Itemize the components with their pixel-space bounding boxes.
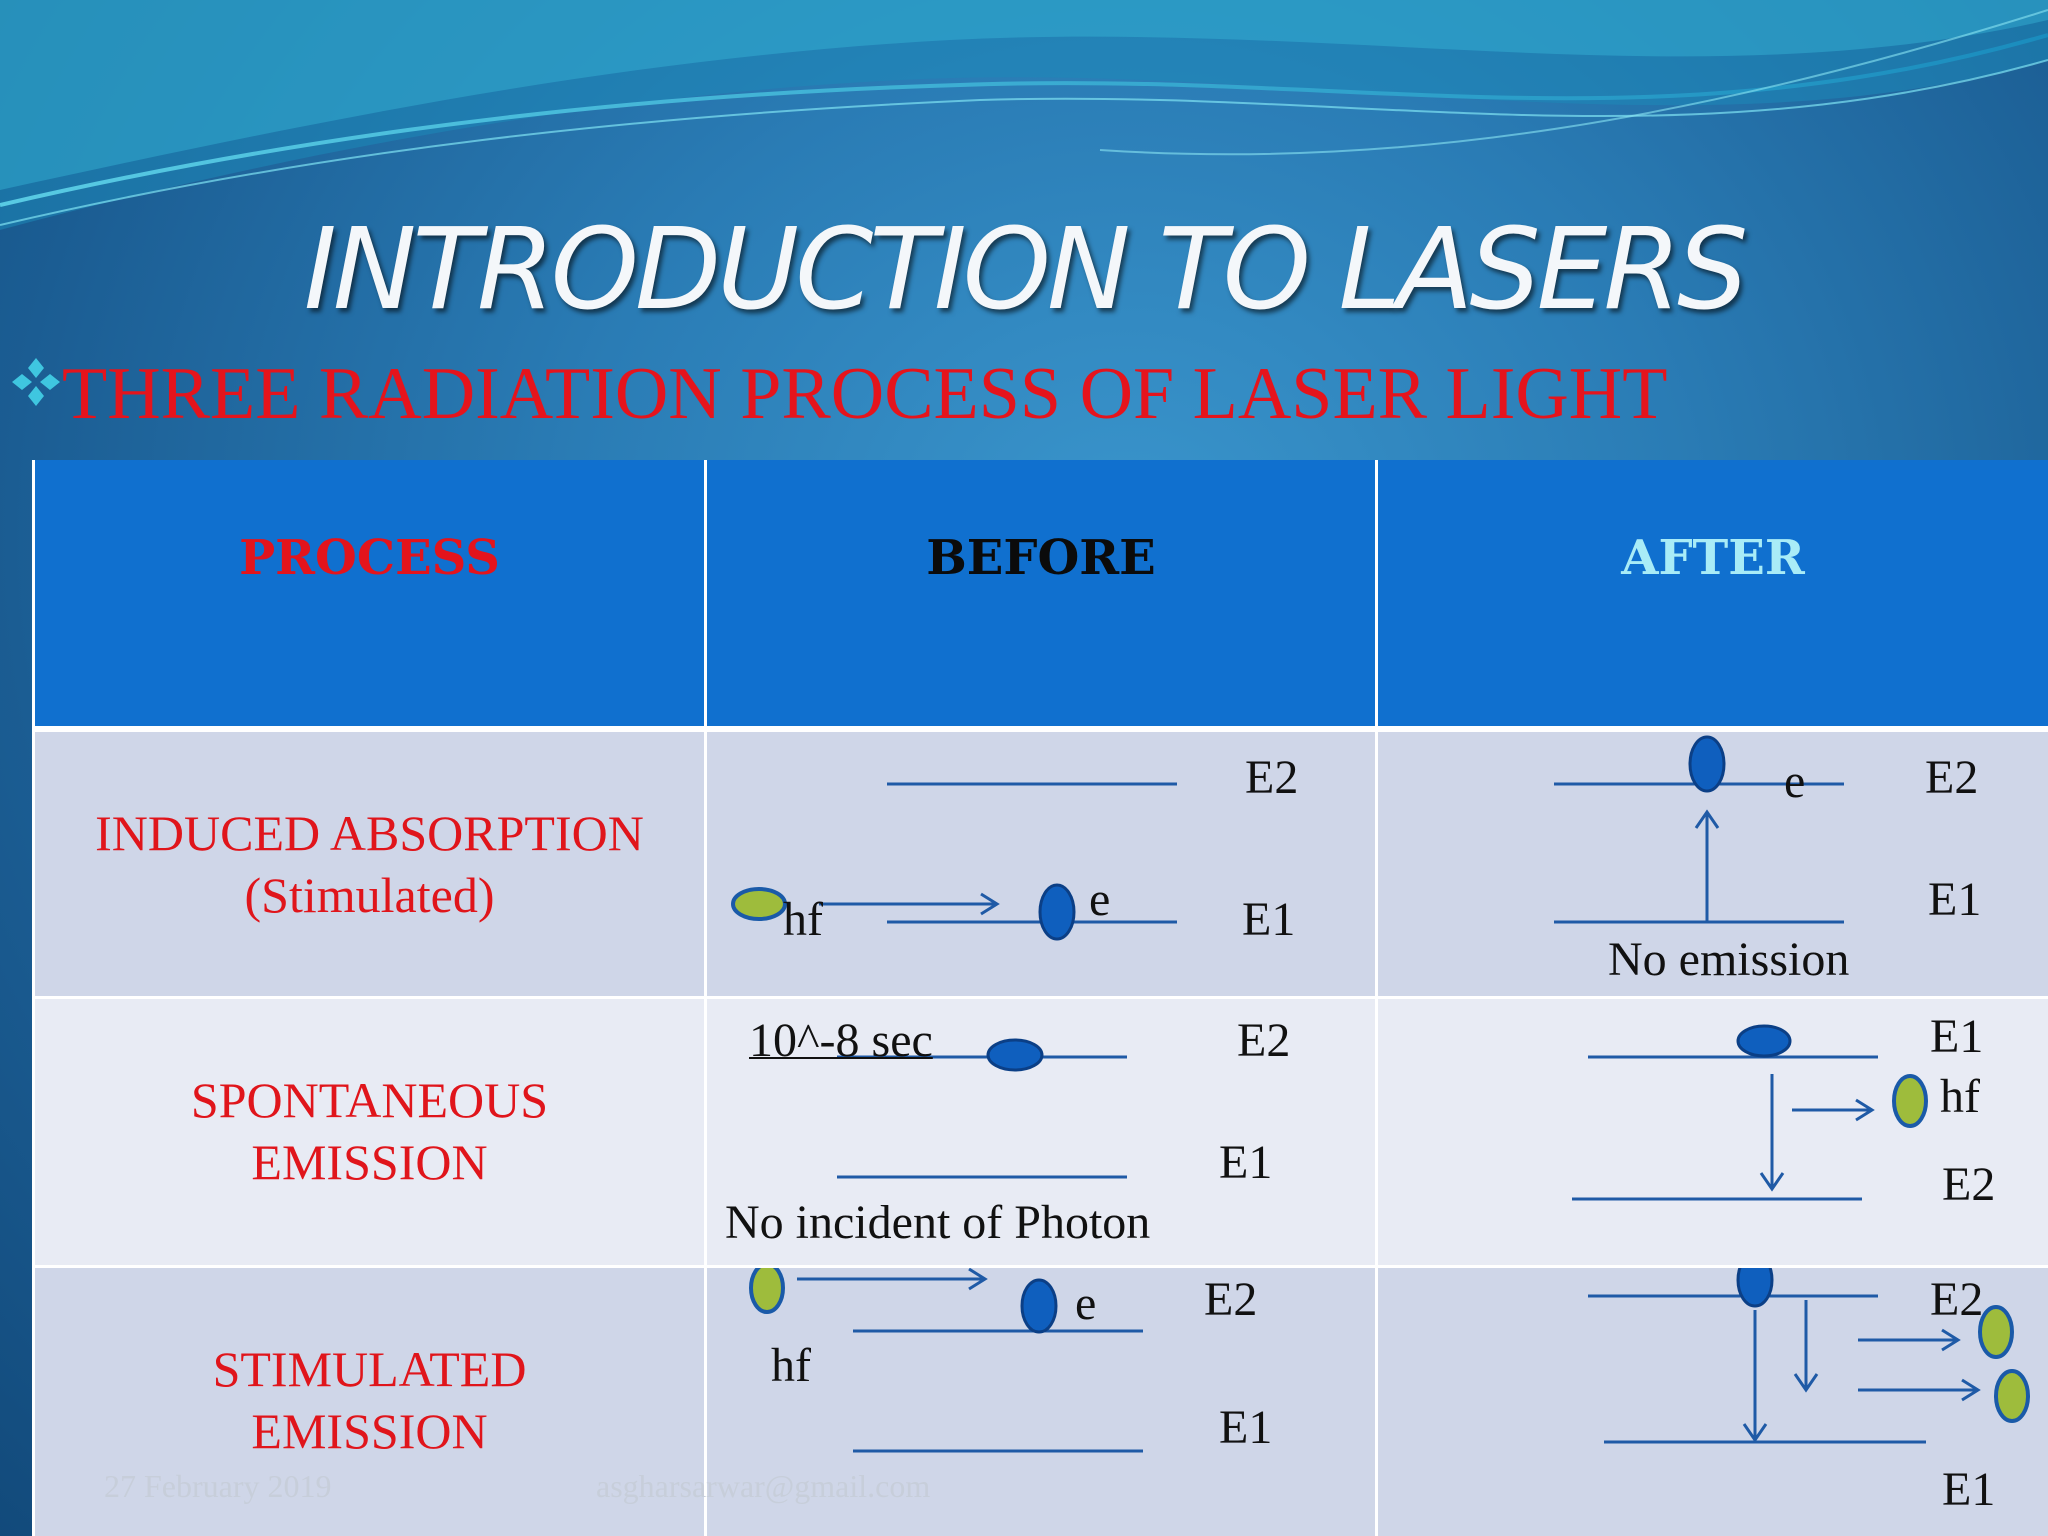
row2-process-cell: SPONTANEOUS EMISSION <box>35 999 704 1265</box>
row2-process-line2: EMISSION <box>251 1134 488 1190</box>
electron-icon <box>1038 883 1076 941</box>
header-before-label: BEFORE <box>926 530 1156 586</box>
row2-before-diagram <box>837 1038 1127 1179</box>
row2-before-upper-label: E2 <box>1237 1014 1291 1067</box>
arrow-down-icon <box>1793 1300 1819 1393</box>
header-after: AFTER <box>1378 460 2048 726</box>
arrow-down-icon <box>1759 1074 1785 1192</box>
arrow-right-icon <box>1858 1378 1981 1402</box>
header-before: BEFORE <box>707 460 1375 726</box>
row3-process-line1: STIMULATED <box>212 1341 527 1397</box>
row3-before-lower-label: E1 <box>1219 1401 1273 1454</box>
arrow-right-icon <box>1792 1098 1875 1122</box>
header-process-label: PROCESS <box>239 530 500 586</box>
arrow-right-icon <box>797 1268 988 1291</box>
slide-title: INTRODUCTION TO LASERS <box>303 205 1749 335</box>
row3-before-electron-label: e <box>1075 1277 1097 1330</box>
row1-before-photon-label: hf <box>783 893 823 946</box>
row3-process-cell: STIMULATED EMISSION <box>35 1268 704 1536</box>
arrow-right-icon <box>1858 1328 1961 1352</box>
header-after-label: AFTER <box>1621 530 1805 586</box>
footer-email: asgharsarwar@gmail.com <box>596 1468 931 1504</box>
row3-before-cell: e E2 hf E1 <box>707 1268 1375 1536</box>
row3-before-diagram <box>749 1268 1143 1453</box>
row3-process-line2: EMISSION <box>251 1403 488 1459</box>
row2-process-line1: SPONTANEOUS <box>190 1072 549 1128</box>
row2-before-note: No incident of Photon <box>725 1196 1151 1249</box>
slide-subtitle: THREE RADIATION PROCESS OF LASER LIGHT <box>10 352 1667 437</box>
row1-after-lower-label: E1 <box>1928 873 1982 926</box>
row1-process-line2: (Stimulated) <box>244 867 495 923</box>
arrow-up-icon <box>1694 809 1720 922</box>
diamond-bullet-icon <box>12 358 60 406</box>
row2-after-lower-label: E2 <box>1942 1158 1996 1211</box>
row2-after-photon-label: hf <box>1940 1070 1980 1123</box>
row1-process-line1: INDUCED ABSORPTION <box>95 805 644 861</box>
row3-after-cell: E2 E1 <box>1378 1268 2048 1536</box>
row1-before-cell: E2 E1 e hf <box>707 732 1375 996</box>
footer-date: 27 February 2019 <box>104 1468 332 1504</box>
photon-icon <box>749 1268 785 1314</box>
radiation-process-table: PROCESS BEFORE AFTER INDUCED ABSORPTION … <box>32 460 2048 1536</box>
row1-before-lower-label: E1 <box>1242 893 1296 946</box>
row1-after-electron-label: e <box>1784 755 1806 808</box>
row1-after-diagram <box>1554 735 1844 924</box>
photon-icon <box>1994 1369 2030 1423</box>
row1-before-electron-label: e <box>1089 873 1111 926</box>
photon-icon <box>1978 1305 2014 1359</box>
photon-icon <box>731 887 787 921</box>
wave-decoration <box>0 0 2048 230</box>
electron-icon <box>1736 1268 1774 1308</box>
row1-before-diagram <box>731 782 1177 941</box>
row1-after-upper-label: E2 <box>1925 751 1979 804</box>
row1-after-cell: e E2 E1 No emission <box>1378 732 2048 996</box>
row3-after-lower-label: E1 <box>1942 1463 1996 1516</box>
arrow-down-icon <box>1742 1310 1768 1443</box>
subtitle-text: THREE RADIATION PROCESS OF LASER LIGHT <box>62 353 1668 435</box>
row2-after-cell: E1 hf E2 <box>1378 999 2048 1265</box>
row2-after-upper-label: E1 <box>1930 1010 1984 1063</box>
photon-icon <box>1892 1074 1928 1128</box>
row2-before-time-label: 10^-8 sec <box>749 1014 933 1067</box>
electron-icon <box>1736 1024 1792 1058</box>
electron-icon <box>1688 735 1726 793</box>
row2-after-diagram <box>1572 1024 1928 1201</box>
electron-icon <box>986 1038 1044 1072</box>
row1-process-cell: INDUCED ABSORPTION (Stimulated) <box>35 732 704 996</box>
row3-before-upper-label: E2 <box>1204 1273 1258 1326</box>
row3-before-photon-label: hf <box>771 1339 811 1392</box>
row1-after-note: No emission <box>1608 933 1850 986</box>
electron-icon <box>1020 1278 1058 1334</box>
row2-before-lower-label: E1 <box>1219 1136 1273 1189</box>
arrow-right-icon <box>819 892 1000 916</box>
row3-after-upper-label: E2 <box>1930 1273 1984 1326</box>
row2-before-cell: 10^-8 sec E2 E1 No incident of Photon <box>707 999 1375 1265</box>
row1-before-upper-label: E2 <box>1245 751 1299 804</box>
row3-after-diagram <box>1588 1268 2030 1444</box>
header-process: PROCESS <box>35 460 704 726</box>
